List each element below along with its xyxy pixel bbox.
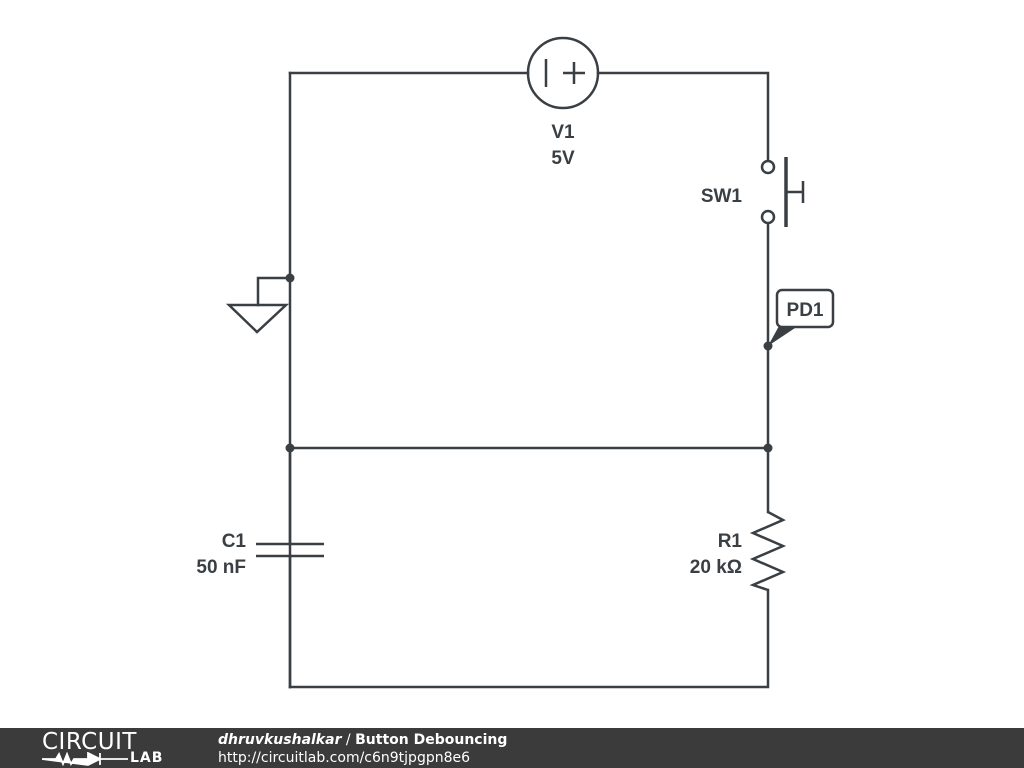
- probe-pd1[interactable]: PD1: [768, 288, 835, 346]
- circuit-title: Button Debouncing: [355, 732, 508, 748]
- footer-bar: CIRCUIT LAB dhruvkushalkar / Button Debo…: [0, 728, 1024, 768]
- wire-bottom: [288, 588, 770, 689]
- circuitlab-logo[interactable]: CIRCUIT LAB: [42, 730, 182, 766]
- c1-name-label: C1: [222, 531, 247, 552]
- wire-top-right: [596, 71, 770, 169]
- circuit-schematic: V1 5V SW1 PD1 C1 50 nF R1 20 kΩ: [196, 36, 835, 689]
- footer-credit: dhruvkushalkar / Button Debouncing: [218, 731, 507, 749]
- c1-value-label: 50 nF: [196, 557, 246, 578]
- junction-ground: [285, 273, 295, 283]
- capacitor-c1[interactable]: [256, 542, 324, 689]
- v1-name-label: V1: [551, 122, 575, 143]
- logo-sub-text: LAB: [130, 750, 164, 766]
- logo-text: CIRCUIT: [42, 729, 137, 755]
- wires: [256, 71, 770, 689]
- v1-value-label: 5V: [551, 148, 575, 169]
- junction-mid-right: [763, 443, 773, 453]
- wire-ground-tap: [256, 276, 292, 307]
- junction-nodes: [285, 273, 773, 453]
- ground-symbol: [225, 303, 290, 334]
- resistor-r1[interactable]: [749, 510, 787, 592]
- author-link[interactable]: dhruvkushalkar: [218, 732, 342, 748]
- sw1-name-label: SW1: [701, 186, 743, 207]
- circuit-url-link[interactable]: http://circuitlab.com/c6n9tjpgpn8e6: [218, 750, 471, 766]
- r1-value-label: 20 kΩ: [690, 557, 742, 578]
- junction-mid-left: [285, 443, 295, 453]
- junction-pd1: [763, 341, 773, 351]
- credit-separator: /: [341, 732, 356, 748]
- logo-diode-resistor-icon: [42, 752, 128, 766]
- pd1-name-label: PD1: [787, 300, 824, 321]
- switch-sw1[interactable]: [760, 157, 805, 227]
- voltage-source-v1[interactable]: [526, 36, 600, 110]
- r1-name-label: R1: [718, 531, 743, 552]
